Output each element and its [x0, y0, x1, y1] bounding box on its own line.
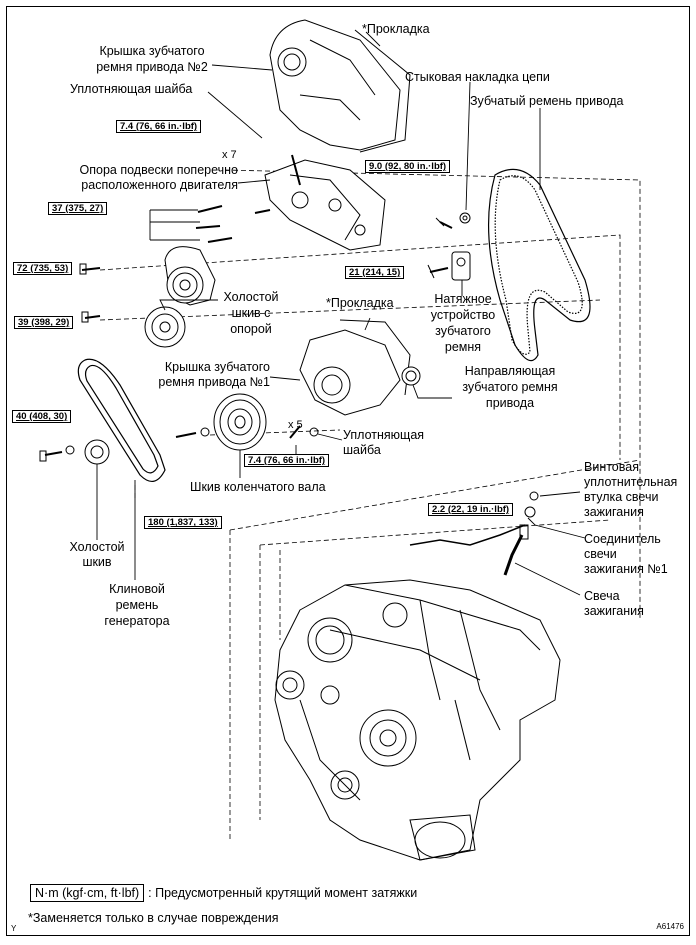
- engine-mount-label-line2: расположенного двигателя: [81, 178, 238, 192]
- torque-spec-chain-plate: 9.0 (92, 80 in.·lbf): [365, 160, 451, 173]
- idler-bracket-shape: [144, 246, 216, 348]
- spark-plug-label-line1: Свеча: [584, 589, 620, 603]
- timing-cover-1-label-line2: ремня привода №1: [158, 375, 270, 389]
- plug-connector-label-line1: Соединитель: [584, 532, 661, 546]
- engine-mount-shape: [264, 154, 386, 251]
- bolt-count-7: x 7: [222, 149, 237, 161]
- bolt-count-5: x 5: [288, 419, 303, 431]
- belt-guide-label-line1: Направляющая: [464, 364, 556, 378]
- washer-top-label: Уплотняющая шайба: [70, 82, 193, 96]
- tensioner-label-line1: Натяжное: [434, 292, 492, 306]
- timing-cover-1-label-line1: Крышка зубчатого: [164, 360, 270, 374]
- torque-spec-plug-seal: 2.2 (22, 19 in.·lbf): [428, 503, 514, 516]
- idler-bracket-label-line3: опорой: [230, 322, 272, 336]
- timing-cover-2-shape: [269, 19, 411, 153]
- torque-spec-cover2-bolts: 7.4 (76, 66 in.·lbf): [116, 120, 202, 133]
- torque-spec-crank-pulley: 180 (1,837, 133): [144, 516, 222, 529]
- washer-mid-label-line2: шайба: [343, 443, 381, 457]
- belt-guide-label-line3: привода: [485, 396, 535, 410]
- idler-bracket-label-line1: Холостой: [223, 290, 279, 304]
- v-belt-label-line3: генератора: [104, 614, 170, 628]
- timing-cover-1-shape: [299, 319, 411, 416]
- torque-spec-mount-bolts: 37 (375, 27): [48, 202, 108, 215]
- idler-pulley-label-line1: Холостой: [69, 540, 125, 554]
- idler-pulley-label-line2: шкив: [82, 555, 112, 569]
- belt-guide-label-line2: зубчатого ремня: [462, 380, 558, 394]
- plug-connector-label-line2: свечи: [584, 547, 617, 561]
- corner-mark: Y: [11, 924, 17, 933]
- torque-spec-idler-bracket-lower: 39 (398, 29): [14, 316, 74, 329]
- idler-bracket-label-line2: шкив с: [231, 306, 271, 320]
- plug-seal-label-line2: уплотнительная: [584, 475, 678, 489]
- timing-belt-label: Зубчатый ремень привода: [470, 94, 624, 108]
- spark-plug-label-line2: зажигания: [584, 604, 644, 618]
- plug-seal-label-line4: зажигания: [584, 505, 644, 519]
- crank-pulley-shape: [175, 393, 267, 451]
- tensioner-label-line2: устройство: [430, 308, 496, 322]
- legend-unit-box: N·m (kgf·cm, ft·lbf): [30, 884, 145, 902]
- tensioner-label-line4: ремня: [444, 340, 482, 354]
- gasket-top-label: *Прокладка: [362, 22, 430, 36]
- figure-code: A61476: [656, 922, 684, 931]
- timing-cover-2-label-line1: Крышка зубчатого: [99, 44, 205, 58]
- v-belt-label-line1: Клиновой: [109, 582, 165, 596]
- diagram-frame: [6, 6, 690, 936]
- chain-plate-label: Стыковая накладка цепи: [405, 70, 550, 84]
- v-belt-label-line2: ремень: [115, 598, 159, 612]
- torque-spec-cover1-bolts: 7.4 (76, 66 in.·lbf): [244, 454, 330, 467]
- plug-seal-label-line1: Винтовая: [584, 460, 639, 474]
- tensioner-shape: [427, 251, 471, 281]
- torque-spec-idler-bracket-upper: 72 (735, 53): [13, 262, 73, 275]
- torque-legend: N·m (kgf·cm, ft·lbf): Предусмотренный кр…: [30, 884, 417, 902]
- gasket-mid-label: *Прокладка: [326, 296, 394, 310]
- legend-text: : Предусмотренный крутящий момент затяжк…: [148, 886, 418, 900]
- engine-mount-label-line1: Опора подвески поперечно: [79, 163, 238, 177]
- torque-spec-tensioner: 21 (214, 15): [345, 266, 405, 279]
- washer-mid-label-line1: Уплотняющая: [343, 428, 425, 442]
- replacement-note: *Заменяется только в случае повреждения: [28, 911, 279, 925]
- plug-connector-label-line3: зажигания №1: [584, 562, 668, 576]
- tensioner-label-line3: зубчатого: [435, 324, 491, 338]
- plug-seal-label-line3: втулка свечи: [584, 490, 659, 504]
- v-belt-shape: [77, 358, 166, 482]
- timing-cover-2-label-line2: ремня привода №2: [96, 60, 208, 74]
- engine-block-shape: [274, 579, 561, 861]
- crank-pulley-label: Шкив коленчатого вала: [190, 480, 326, 494]
- torque-spec-idler-pulley: 40 (408, 30): [12, 410, 72, 423]
